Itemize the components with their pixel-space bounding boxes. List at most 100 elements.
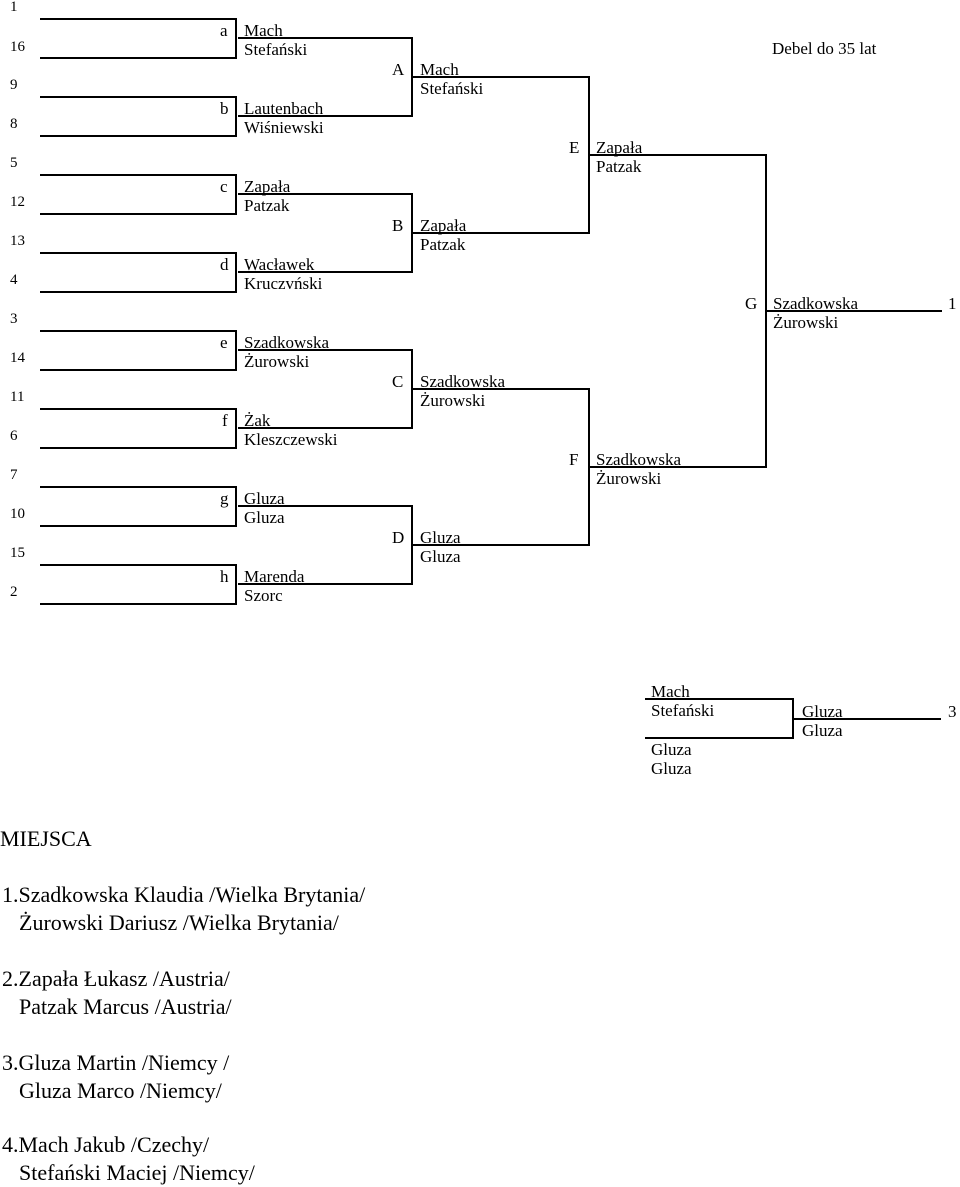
seed-number: 11 [10, 389, 25, 405]
team-player-1: Gluza [420, 528, 461, 547]
seed-line [40, 447, 235, 449]
places-heading: MIEJSCA [0, 826, 92, 851]
match-label: a [220, 21, 228, 40]
seed-line [40, 213, 235, 215]
bracket-connector [235, 330, 237, 371]
seed-line [40, 408, 235, 410]
place-line: 3.Gluza Martin /Niemcy / [2, 1050, 230, 1075]
team-player-2: Wiśniewski [244, 118, 324, 137]
team-player-1: Gluza [802, 702, 843, 721]
place-line: 4.Mach Jakub /Czechy/ [2, 1132, 210, 1157]
match-label: A [392, 60, 405, 79]
place-line: Stefański Maciej /Niemcy/ [19, 1160, 255, 1185]
seed-number: 9 [10, 77, 18, 93]
team-player-1: Szadkowska [420, 372, 505, 391]
team-player-2: Żurowski [773, 313, 839, 332]
bracket-connector [235, 564, 237, 605]
match-label: d [220, 255, 229, 274]
match-line [238, 505, 413, 507]
seed-number: 3 [10, 311, 18, 327]
team-player-1: Szadkowska [773, 294, 858, 313]
seed-line [40, 135, 235, 137]
team-player-1: Żak [244, 411, 271, 430]
match-label: B [392, 216, 404, 235]
team-player-1: Mach [651, 682, 690, 701]
match-label: E [569, 138, 580, 157]
match-line [645, 737, 793, 739]
seed-number: 6 [10, 428, 18, 444]
team-player-1: Zapała [596, 138, 643, 157]
team-player-2: Żurowski [244, 352, 310, 371]
bracket-connector [235, 18, 237, 59]
bracket-connector [792, 698, 794, 739]
match-label: c [220, 177, 228, 196]
match-line [413, 76, 588, 78]
seed-line [40, 57, 235, 59]
seed-number: 7 [10, 467, 18, 483]
team-player-2: Stefański [420, 79, 484, 98]
bracket-connector [411, 193, 413, 273]
seed-line [40, 486, 235, 488]
place-number: 1 [948, 294, 957, 313]
match-line [238, 271, 413, 273]
match-label: F [569, 450, 579, 469]
match-line [238, 583, 413, 585]
match-label: f [222, 411, 228, 430]
seed-line [40, 330, 235, 332]
seed-number: 1 [10, 0, 18, 15]
match-line [794, 718, 941, 720]
team-player-2: Kruczvński [244, 274, 323, 293]
seed-line [40, 96, 235, 98]
seed-number: 5 [10, 155, 18, 171]
seed-line [40, 174, 235, 176]
team-player-1: Marenda [244, 567, 305, 586]
team-player-2: Gluza [420, 547, 461, 566]
seed-number: 12 [10, 194, 25, 210]
bracket-connector [235, 252, 237, 293]
match-line [238, 427, 413, 429]
team-player-1: Zapała [244, 177, 291, 196]
place-line: 2.Zapała Łukasz /Austria/ [2, 966, 230, 991]
bracket-connector [411, 37, 413, 117]
place-line: Patzak Marcus /Austria/ [19, 994, 232, 1019]
match-line [238, 349, 413, 351]
team-player-2: Kleszczewski [244, 430, 338, 449]
team-player-1: Gluza [651, 740, 692, 759]
bracket-connector [235, 96, 237, 137]
seed-line [40, 369, 235, 371]
seed-number: 4 [10, 272, 18, 288]
seed-number: 14 [10, 350, 25, 366]
seed-line [40, 18, 235, 20]
team-player-2: Stefański [244, 40, 308, 59]
team-player-2: Gluza [651, 759, 692, 778]
seed-number: 15 [10, 545, 25, 561]
seed-number: 8 [10, 116, 18, 132]
match-label: e [220, 333, 228, 352]
team-player-2: Stefański [651, 701, 715, 720]
seed-line [40, 564, 235, 566]
bracket-connector [411, 505, 413, 585]
match-label: D [392, 528, 405, 547]
team-player-1: Szadkowska [596, 450, 681, 469]
seed-number: 2 [10, 584, 18, 600]
team-player-2: Gluza [244, 508, 285, 527]
team-player-1: Lautenbach [244, 99, 324, 118]
seed-number: 13 [10, 233, 25, 249]
match-line [413, 388, 588, 390]
team-player-2: Żurowski [596, 469, 662, 488]
team-player-1: Mach [420, 60, 459, 79]
seed-line [40, 525, 235, 527]
bracket-title: Debel do 35 lat [772, 39, 877, 58]
bracket-connector [235, 408, 237, 449]
team-player-1: Wacławek [244, 255, 315, 274]
match-line [238, 115, 413, 117]
match-line [590, 466, 766, 468]
match-line [413, 232, 588, 234]
bracket-connector [765, 154, 767, 468]
team-player-2: Szorc [244, 586, 283, 605]
team-player-1: Mach [244, 21, 283, 40]
match-label: h [220, 567, 229, 586]
team-player-2: Gluza [802, 721, 843, 740]
place-line: Gluza Marco /Niemcy/ [19, 1078, 222, 1103]
team-player-2: Żurowski [420, 391, 486, 410]
